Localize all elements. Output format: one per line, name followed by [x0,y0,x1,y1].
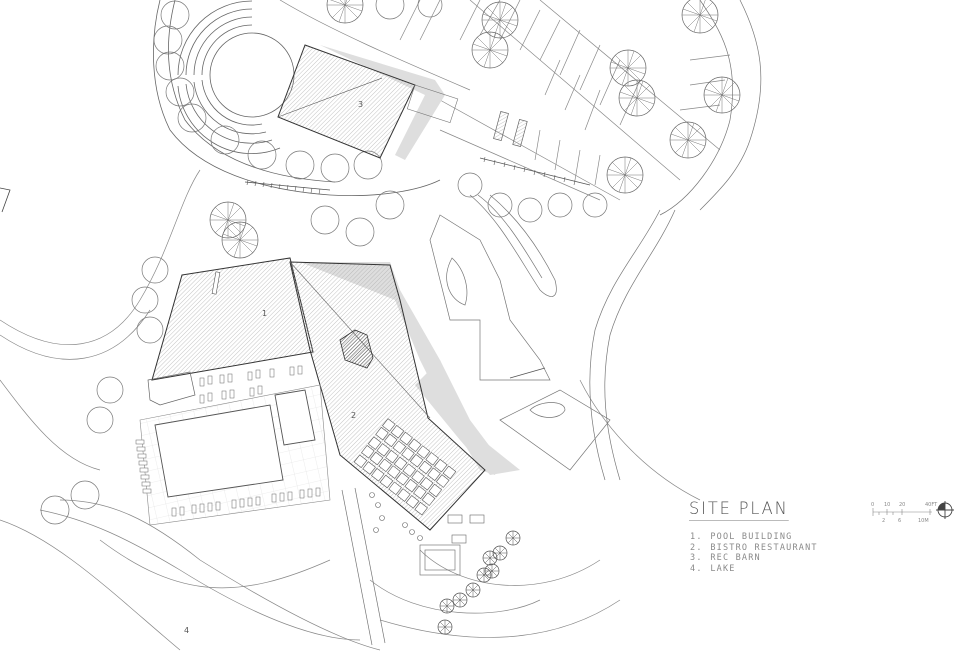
amphitheater [153,0,441,196]
scale-tick-20: 20 [899,502,905,508]
legend-item: 3. REC BARN [690,553,761,563]
scale-tick-0: 0 [871,502,874,508]
legend-item: 1. POOL BUILDING [690,532,793,542]
legend-item: 4. LAKE [690,563,736,574]
landscape-beds [429,194,611,471]
scale-tick-10m: 10M [918,518,929,524]
scale-tick-40ft: 40FT [925,502,938,508]
scale-tick-2m: 2 [882,518,885,524]
rec-barn-building [277,44,459,159]
swimming-pool [154,404,284,498]
trees-ring [40,0,608,525]
label-rec-barn: 3 [358,100,363,109]
pool-deck [135,365,331,526]
legend-list: 1. POOL BUILDING 2. BISTRO RESTAURANT 3.… [690,532,818,574]
scale-bar [872,508,932,516]
parking-lot [399,0,731,201]
boardwalk [341,487,386,646]
spa-pool [274,389,316,446]
small-trees [437,530,521,635]
contour-lines [0,0,701,651]
label-lake: 4 [184,626,189,635]
bistro-restaurant-building [289,261,486,531]
site-plan-title: SITE PLAN [689,499,789,521]
terrace [369,492,485,576]
pool-building [151,257,314,381]
accessible-parking [493,111,528,148]
north-arrow-icon [936,501,954,519]
skylight-grid [353,418,457,516]
scale-tick-10: 10 [884,502,890,508]
scale-tick-6m: 6 [898,518,901,524]
right-road [589,0,762,481]
legend-item: 2. BISTRO RESTAURANT [690,542,818,553]
trees-detailed [209,0,741,259]
label-pool-building: 1 [262,309,267,318]
label-bistro-restaurant: 2 [351,411,356,420]
